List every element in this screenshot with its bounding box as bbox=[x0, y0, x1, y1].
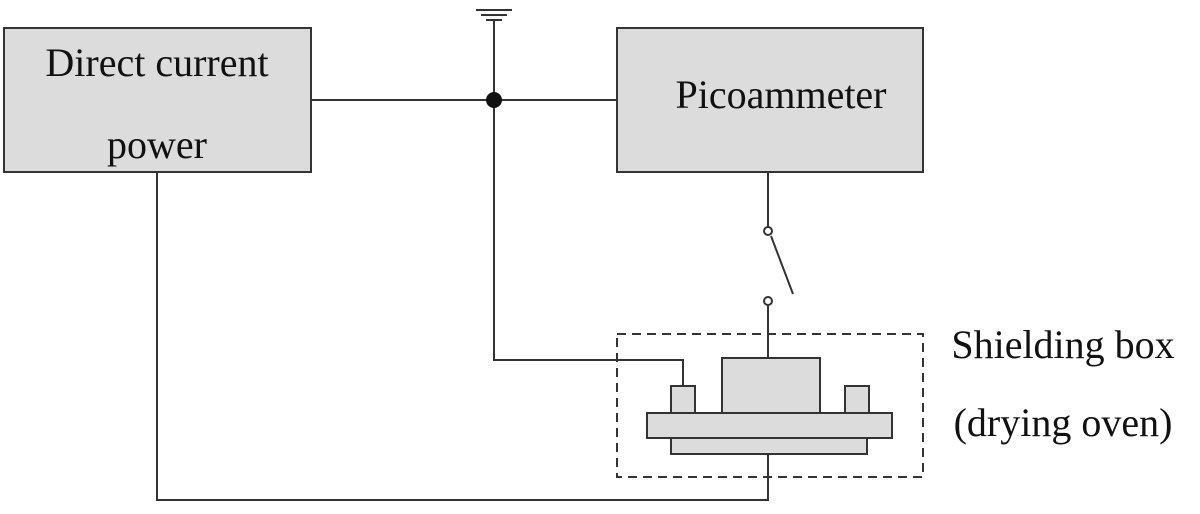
dc-power-label-line2: power bbox=[107, 122, 207, 167]
wire-junction-to-left-electrode bbox=[493, 100, 684, 386]
shielding-box-outline bbox=[616, 333, 924, 478]
right-guard-electrode bbox=[844, 385, 870, 414]
sample-plate bbox=[646, 412, 893, 439]
base-electrode bbox=[670, 437, 868, 455]
left-guard-electrode bbox=[670, 385, 696, 414]
electrode-assembly bbox=[646, 357, 893, 455]
picoammeter-label: Picoammeter bbox=[675, 72, 886, 117]
center-electrode bbox=[721, 357, 821, 414]
switch-upper-contact bbox=[763, 226, 773, 236]
dc-power-box: Direct current power bbox=[3, 27, 312, 173]
junction-node bbox=[486, 92, 502, 108]
dc-power-label-line1: Direct current bbox=[45, 40, 268, 85]
ground-symbol bbox=[476, 9, 512, 21]
switch[interactable] bbox=[763, 226, 794, 306]
shielding-box-label-line1: Shielding box bbox=[951, 322, 1174, 367]
switch-lever bbox=[770, 235, 794, 295]
shielding-box-label-line2: (drying oven) bbox=[954, 400, 1173, 445]
picoammeter-box: Picoammeter bbox=[616, 27, 924, 173]
switch-lower-contact bbox=[763, 296, 773, 306]
